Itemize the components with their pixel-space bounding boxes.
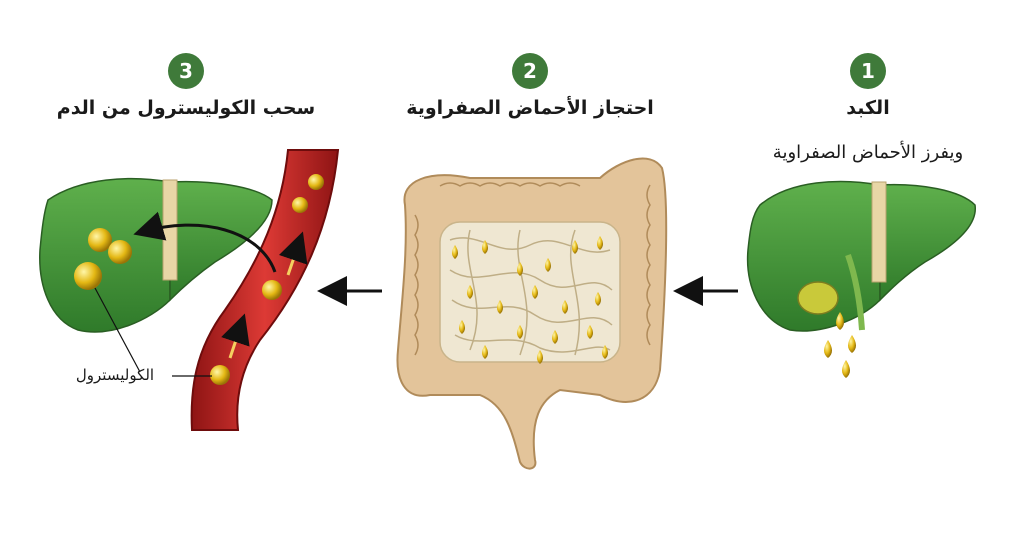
step-1-subtitle: ويفرز الأحماض الصفراوية xyxy=(772,142,964,163)
bile-drop xyxy=(824,340,832,358)
cholesterol-particle-in-blood xyxy=(292,197,308,213)
liver-ligament xyxy=(162,179,178,281)
bile-drop xyxy=(842,360,850,378)
step-3-title: سحب الكوليسترول من الدم xyxy=(56,97,316,119)
liver-secreting-illustration xyxy=(746,180,976,378)
bile-drop xyxy=(848,335,856,353)
step-1-title: الكبد xyxy=(846,97,890,119)
small-intestine-area xyxy=(439,221,621,363)
step-2-number-badge: 2 xyxy=(512,53,548,89)
liver-ligament xyxy=(871,181,887,283)
liver-absorbing-illustration xyxy=(39,177,277,377)
cholesterol-label: الكوليسترول xyxy=(75,366,155,384)
blood-flow-arrow xyxy=(221,313,250,359)
blood-vessel-illustration xyxy=(190,149,340,431)
bile-drop xyxy=(836,312,844,330)
cholesterol-particle-in-liver xyxy=(88,228,112,252)
gallbladder xyxy=(797,281,839,315)
step-3-number-badge: 3 xyxy=(168,53,204,89)
intestine-loops xyxy=(449,229,613,356)
step-1-number-badge: 1 xyxy=(850,53,886,89)
cholesterol-pointer-line xyxy=(94,287,141,373)
bile-duct xyxy=(845,254,865,331)
cholesterol-particle-in-blood xyxy=(308,174,324,190)
intestine-illustration xyxy=(396,157,668,470)
trapped-bile-acids xyxy=(452,236,608,364)
liver-right-lobe xyxy=(879,183,976,302)
cholesterol-particle-in-liver xyxy=(108,240,132,264)
cholesterol-particle-in-liver xyxy=(74,262,102,290)
liver-left-lobe xyxy=(39,177,171,333)
cholesterol-particle-in-blood xyxy=(262,280,282,300)
liver-left-lobe xyxy=(746,180,881,332)
step-2-title: احتجاز الأحماض الصفراوية xyxy=(406,97,654,119)
colon-folds xyxy=(414,182,651,356)
cholesterol-particle-in-blood xyxy=(210,365,230,385)
blood-flow-arrow xyxy=(279,231,308,276)
uptake-arrow xyxy=(133,211,277,273)
liver-right-lobe xyxy=(169,180,273,302)
